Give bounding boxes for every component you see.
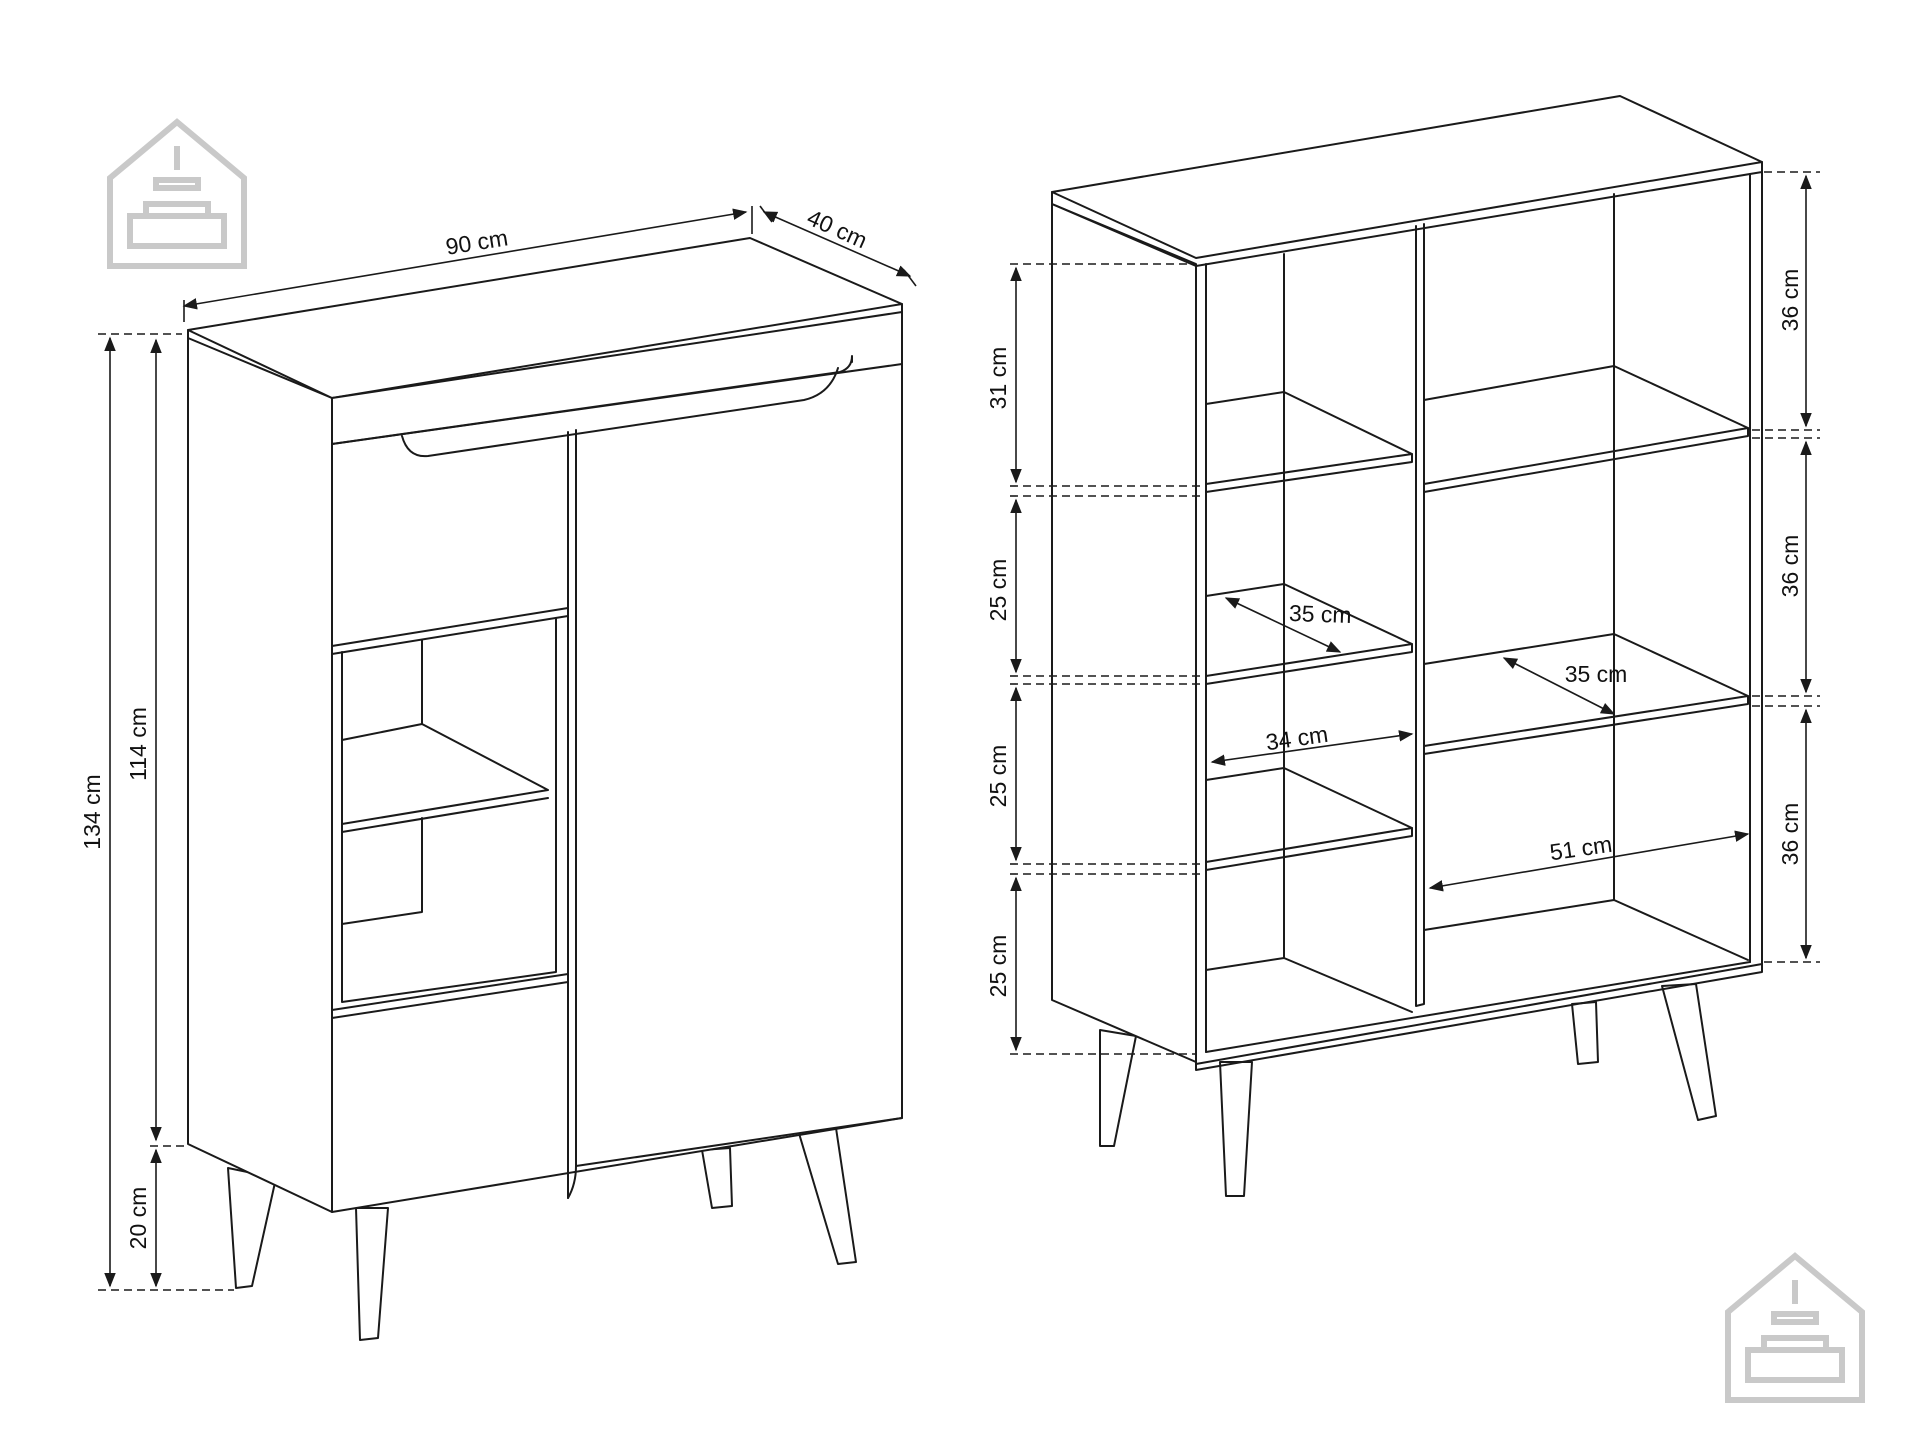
top-panel: [1051, 95, 1763, 259]
leg-left-back: [1099, 1029, 1137, 1147]
side-panel: [187, 337, 333, 1213]
home-sofa-logo-icon: [1728, 1256, 1862, 1400]
leg-front-mid: [355, 1207, 389, 1341]
total-height-label: 134 cm: [79, 774, 105, 849]
leg-height-label: 20 cm: [125, 1187, 151, 1250]
right-height-3: 36 cm: [1777, 803, 1803, 866]
left-height-4: 25 cm: [985, 935, 1011, 998]
leg-front-left: [1219, 1061, 1253, 1197]
logo-top-left: [110, 122, 244, 266]
home-sofa-logo-icon: [110, 122, 244, 266]
left-shelf-width: 34 cm: [1264, 721, 1330, 755]
leg-front-left: [227, 1167, 277, 1289]
left-height-2: 25 cm: [985, 559, 1011, 622]
right-shelf-width: 51 cm: [1548, 831, 1614, 865]
left-cabinet: [187, 237, 903, 1341]
left-height-3: 25 cm: [985, 745, 1011, 808]
left-shelf-depth: 35 cm: [1289, 600, 1353, 628]
side-panel: [1051, 203, 1197, 1063]
width-label: 90 cm: [444, 224, 510, 259]
leg-front-right: [797, 1127, 857, 1265]
leg-back-right: [1571, 1001, 1599, 1065]
leg-back-right: [701, 1147, 733, 1209]
front-panel: [331, 311, 903, 1213]
logo-bottom-right: [1728, 1256, 1862, 1400]
right-height-1: 36 cm: [1777, 269, 1803, 332]
left-height-1: 31 cm: [985, 347, 1011, 410]
depth-label: 40 cm: [803, 204, 871, 253]
right-height-2: 36 cm: [1777, 535, 1803, 598]
right-cabinet: [1051, 95, 1763, 1197]
body-height-label: 114 cm: [125, 707, 151, 781]
right-shelf-depth: 35 cm: [1565, 661, 1628, 687]
leg-front-right: [1661, 983, 1717, 1121]
